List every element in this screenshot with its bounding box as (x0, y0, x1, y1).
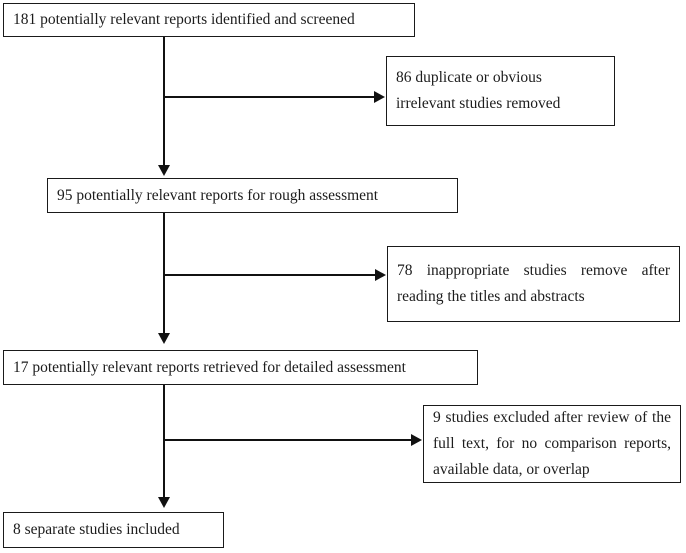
flow-node-inappropriate-removed: 78 inappropriate studies remove after re… (387, 246, 680, 322)
flow-node-excluded-full-text: 9 studies excluded after review of the f… (423, 405, 681, 483)
arrowhead-right-to-duplicates (374, 91, 385, 103)
flow-node-included: 8 separate studies included (3, 512, 224, 548)
flow-node-rough-assessment: 95 potentially relevant reports for roug… (47, 178, 458, 213)
flow-node-detailed-assessment: 17 potentially relevant reports retrieve… (3, 350, 478, 385)
flow-node-rough-assessment-label: 95 potentially relevant reports for roug… (57, 186, 379, 204)
connector-branch-to-inappropriate (163, 274, 375, 276)
flow-node-duplicates-removed-label: 86 duplicate or obvious irrelevant studi… (396, 69, 561, 112)
connector-identified-to-rough (163, 37, 165, 167)
connector-branch-to-duplicates (163, 96, 374, 98)
arrowhead-right-to-excluded (411, 434, 422, 446)
flow-node-identified: 181 potentially relevant reports identif… (3, 3, 415, 37)
flow-node-excluded-full-text-label: 9 studies excluded after review of the f… (433, 409, 671, 478)
flow-node-duplicates-removed: 86 duplicate or obvious irrelevant studi… (386, 56, 615, 126)
flow-node-included-label: 8 separate studies included (13, 521, 180, 538)
arrowhead-down-to-rough (158, 165, 170, 176)
flow-node-inappropriate-removed-label: 78 inappropriate studies remove after re… (397, 262, 670, 305)
arrowhead-down-to-detailed (158, 333, 170, 344)
connector-detailed-to-included (163, 385, 165, 499)
arrowhead-right-to-inappropriate (375, 269, 386, 281)
arrowhead-down-to-included (158, 497, 170, 508)
flow-node-detailed-assessment-label: 17 potentially relevant reports retrieve… (13, 358, 406, 376)
flow-node-identified-label: 181 potentially relevant reports identif… (13, 11, 355, 28)
connector-branch-to-excluded (163, 439, 411, 441)
